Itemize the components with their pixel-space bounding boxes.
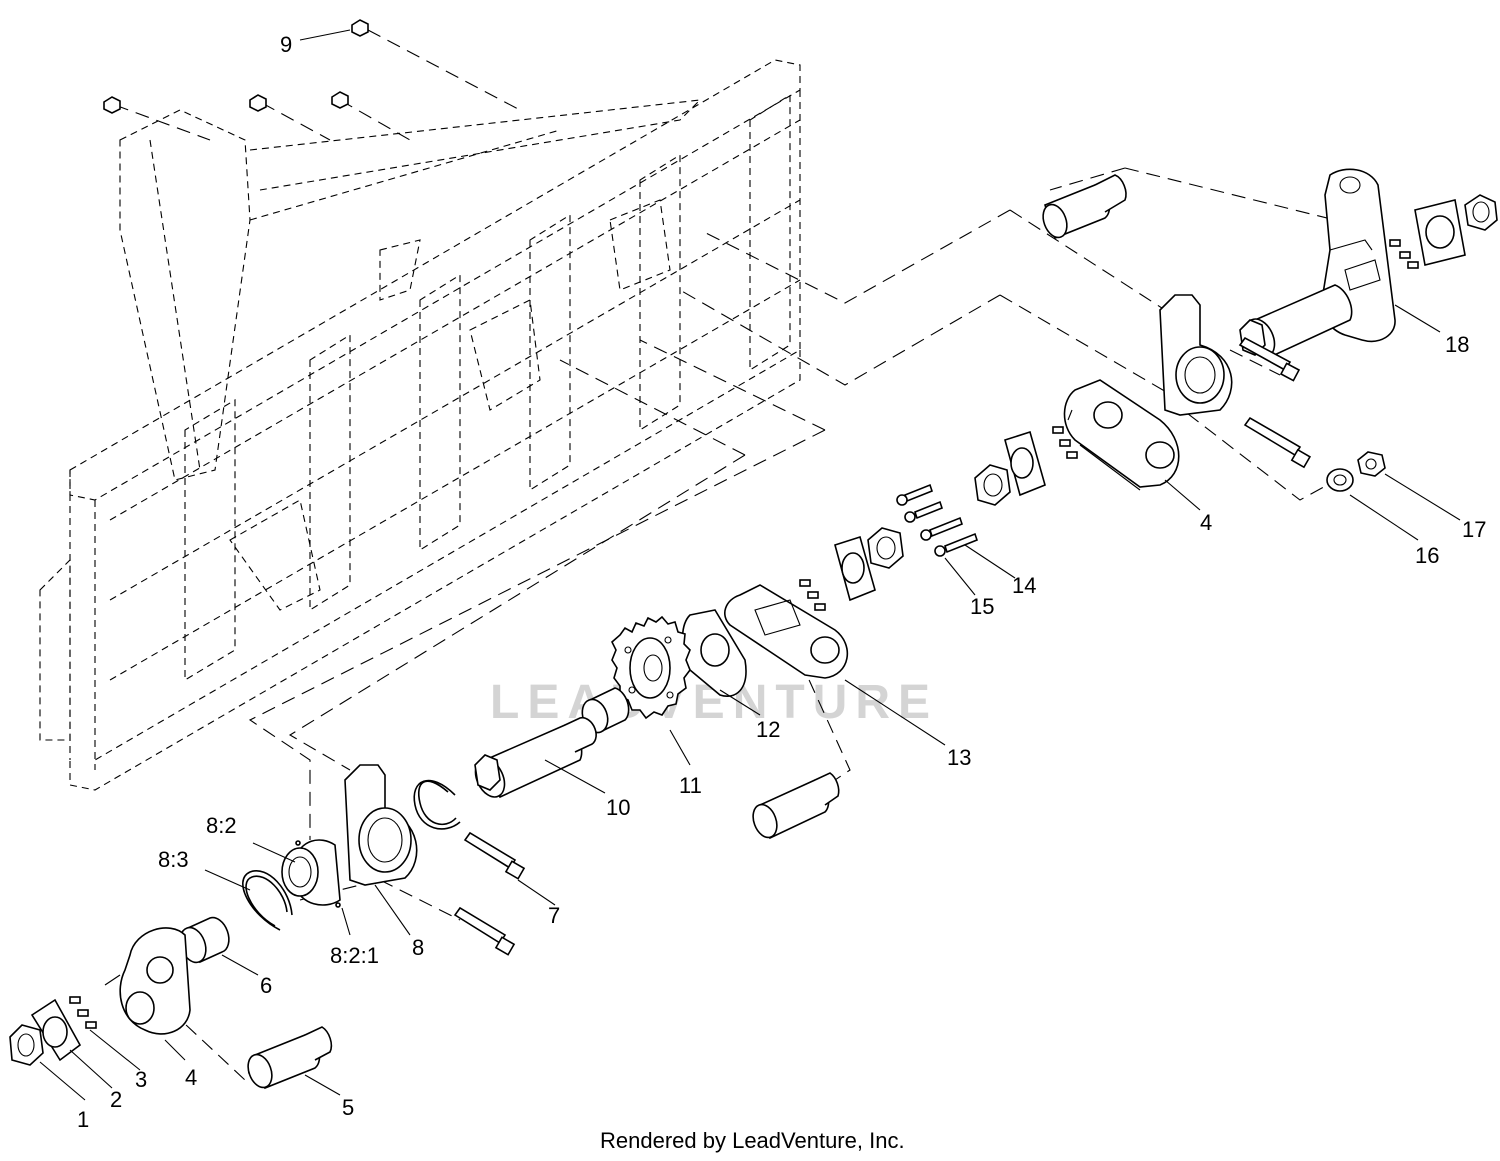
shaft-10: [474, 716, 597, 799]
plate-4-lower: [104, 927, 191, 1035]
bearing-housing-upper: [1159, 294, 1233, 416]
nut-9-group: [103, 19, 369, 114]
callout-8: 8: [412, 935, 424, 960]
assembly-lines: [114, 29, 1341, 1081]
bolt-long-mid: [1243, 416, 1312, 469]
callout-2: 2: [110, 1087, 122, 1112]
bearing-plate-upper: [1414, 194, 1498, 266]
footer-credit: Rendered by LeadVenture, Inc.: [600, 1128, 905, 1153]
setscrews-mid: [1052, 426, 1078, 459]
sprocket-11: [611, 615, 691, 720]
setscrews-3: [69, 996, 97, 1029]
callout-5: 5: [342, 1095, 354, 1120]
callout-1: 1: [77, 1107, 89, 1132]
bolt-long-upper: [1238, 336, 1301, 382]
bolt-lower: [453, 906, 516, 956]
pin-5: [247, 1026, 333, 1090]
bolt-7: [463, 831, 526, 880]
flange-2: [30, 998, 82, 1062]
setscrews-upper: [1389, 239, 1419, 269]
shaft-upper: [1239, 284, 1353, 359]
plate-4-upper: [1063, 379, 1180, 491]
nut-17: [1357, 451, 1386, 477]
callout-3: 3: [135, 1067, 147, 1092]
callout-8-2-1: 8:2:1: [330, 943, 379, 968]
plate-13: [724, 584, 849, 679]
retaining-ring: [413, 779, 461, 830]
callout-labels: 9 18 4 17 16 14 15 13 12 11 10 7 8 8:2 8…: [77, 32, 1486, 1132]
setscrews-lower: [799, 579, 826, 611]
callout-4-lower: 4: [185, 1065, 197, 1090]
callout-10: 10: [606, 795, 630, 820]
nut-1: [9, 1024, 44, 1066]
snap-ring-8-3: [242, 870, 293, 931]
callout-13: 13: [947, 745, 971, 770]
leader-lines: [39, 29, 1461, 1101]
callout-11: 11: [679, 773, 702, 798]
plate-12: [681, 609, 747, 697]
callout-18: 18: [1445, 332, 1469, 357]
bolts-14: [904, 483, 978, 554]
callout-9: 9: [280, 32, 292, 57]
callout-15: 15: [970, 594, 994, 619]
bearing-housing-8: [344, 764, 418, 886]
pin-upper: [1042, 174, 1127, 240]
callout-8-3: 8:3: [158, 847, 189, 872]
callout-4-upper: 4: [1200, 510, 1212, 535]
flange-mid: [974, 430, 1046, 506]
callout-7: 7: [548, 903, 560, 928]
washers-15: [896, 494, 946, 557]
callout-12: 12: [756, 717, 780, 742]
callout-16: 16: [1415, 543, 1439, 568]
flange-lower: [834, 527, 904, 602]
flange-bearing-8-2: [281, 839, 341, 908]
frame-outline: [39, 59, 801, 791]
washer-16: [1326, 468, 1354, 492]
pin-lower: [752, 772, 840, 840]
callout-6: 6: [260, 973, 272, 998]
callout-8-2: 8:2: [206, 813, 237, 838]
callout-17: 17: [1462, 517, 1486, 542]
callout-14: 14: [1012, 573, 1036, 598]
